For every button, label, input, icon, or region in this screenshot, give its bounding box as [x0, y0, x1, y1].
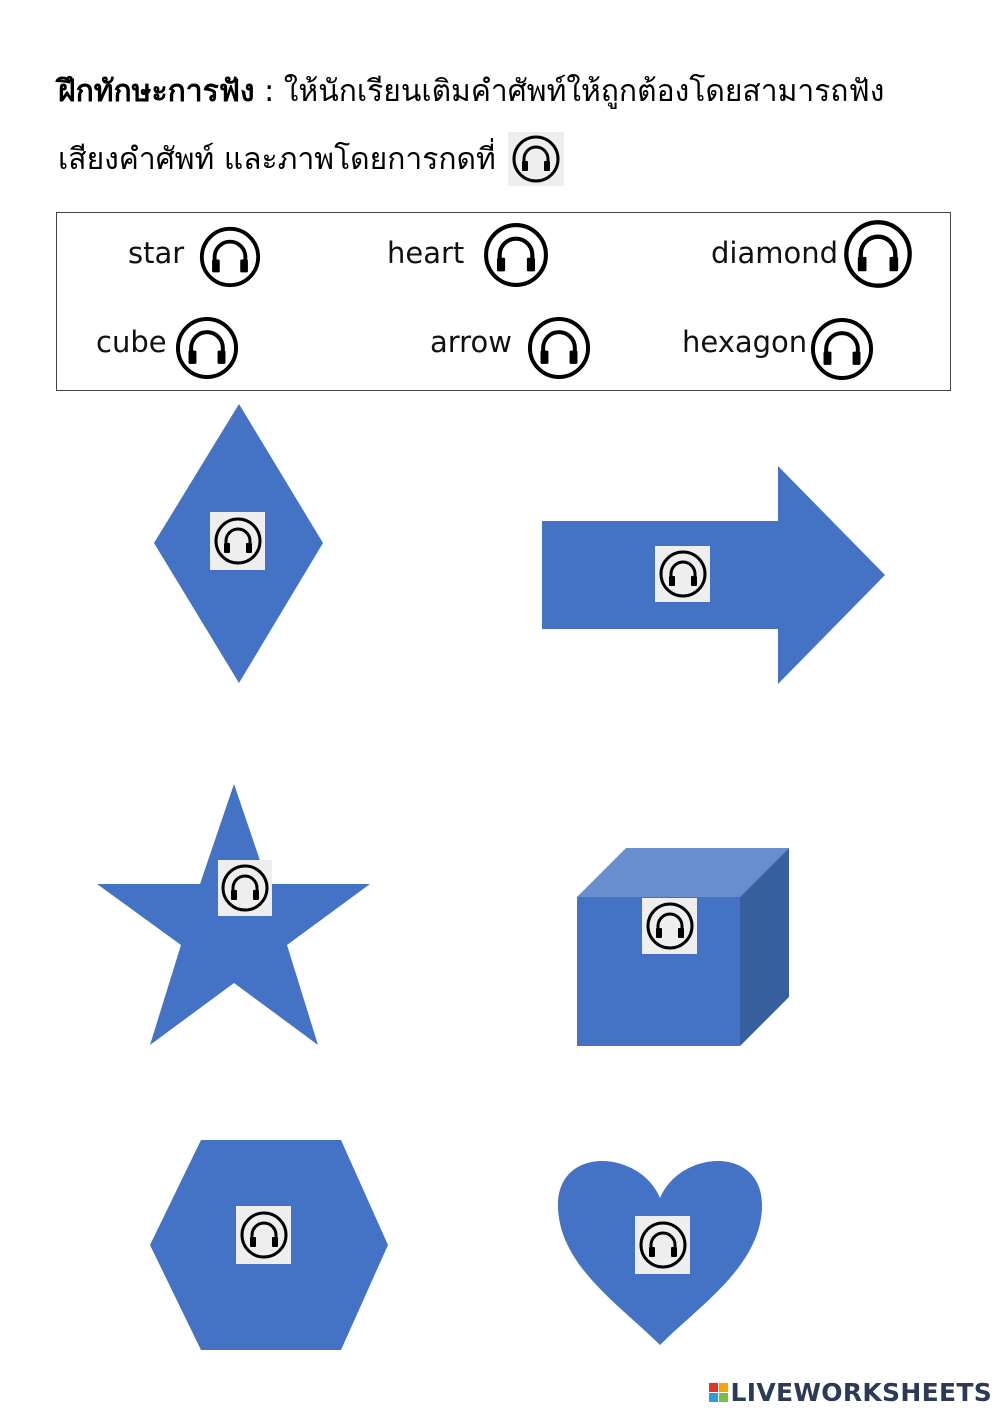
instruction-text: : ให้นักเรียนเติมคำศัพท์ให้ถูกต้องโดยสาม…	[254, 74, 885, 109]
headphones-icon[interactable]	[218, 860, 272, 916]
headphones-icon[interactable]	[635, 1216, 690, 1274]
word-star: star	[128, 236, 185, 270]
word-hexagon: hexagon	[682, 325, 808, 359]
headphones-icon[interactable]	[236, 1206, 291, 1264]
headphones-icon[interactable]	[807, 313, 877, 385]
headphones-icon[interactable]	[210, 512, 265, 570]
instruction-line-2: เสียงคำศัพท์ และภาพโดยการกดที่	[58, 140, 496, 180]
word-arrow: arrow	[430, 325, 512, 359]
headphones-icon[interactable]	[840, 216, 916, 292]
word-cube: cube	[96, 325, 167, 359]
logo-mark-icon	[708, 1383, 728, 1402]
instruction-text-2: เสียงคำศัพท์ และภาพโดยการกดที่	[58, 142, 496, 177]
word-bank	[56, 212, 951, 391]
arrow-shape	[542, 466, 885, 684]
cube-side-face	[740, 848, 789, 1046]
instruction-title: ฝึกทักษะการฟัง	[58, 74, 255, 109]
logo-text: LIVEWORKSHEETS	[730, 1378, 992, 1407]
headphones-icon[interactable]	[479, 218, 553, 292]
cube-top-face	[577, 848, 789, 897]
word-diamond: diamond	[711, 236, 839, 270]
headphones-icon[interactable]	[172, 312, 242, 384]
instruction-line-1: ฝึกทักษะการฟัง : ให้นักเรียนเติมคำศัพท์ใ…	[58, 72, 884, 112]
headphones-icon[interactable]	[655, 546, 710, 602]
headphones-icon[interactable]	[642, 898, 697, 954]
headphones-icon[interactable]	[196, 222, 264, 292]
headphones-icon[interactable]	[524, 312, 594, 384]
word-heart: heart	[387, 236, 465, 270]
liveworksheets-logo: LIVEWORKSHEETS	[708, 1378, 992, 1407]
headphones-icon	[508, 132, 564, 186]
